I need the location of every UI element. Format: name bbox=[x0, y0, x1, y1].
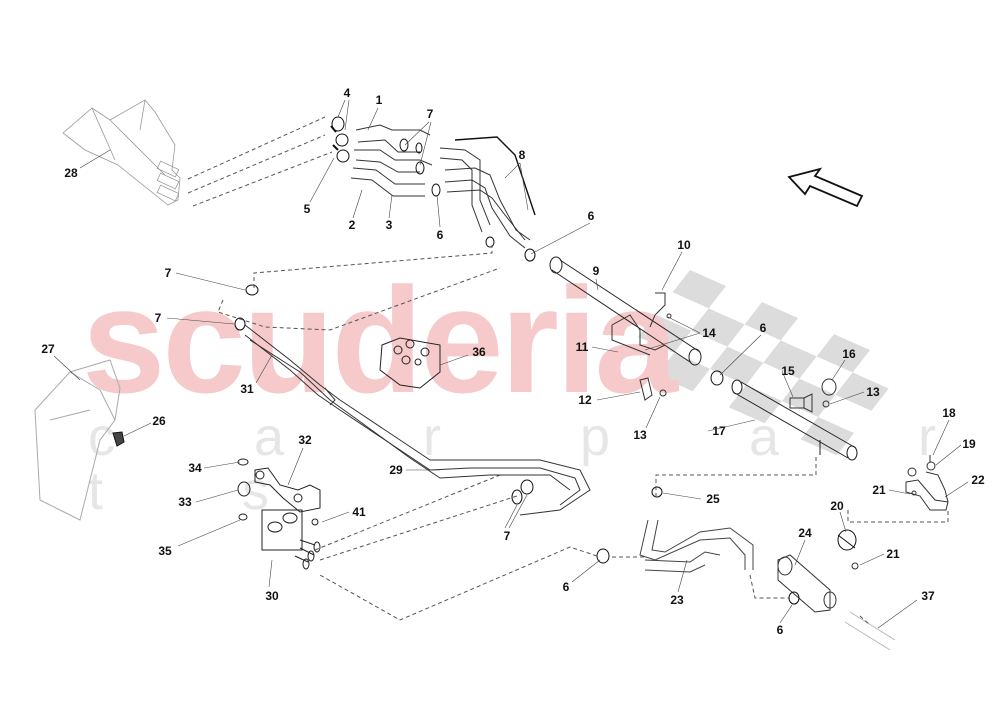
callout-6[interactable]: 6 bbox=[587, 209, 595, 223]
callout-20[interactable]: 20 bbox=[830, 499, 844, 513]
callout-15[interactable]: 15 bbox=[781, 364, 795, 378]
hoses-1-2-3 bbox=[350, 124, 433, 197]
callout-35[interactable]: 35 bbox=[158, 544, 172, 558]
callout-7[interactable]: 7 bbox=[503, 529, 511, 543]
callout-14[interactable]: 14 bbox=[702, 326, 716, 340]
pipe-17 bbox=[731, 379, 858, 461]
pipe-9 bbox=[549, 256, 702, 366]
callout-41[interactable]: 41 bbox=[352, 505, 366, 519]
housing-27 bbox=[34, 359, 121, 521]
callout-9[interactable]: 9 bbox=[592, 264, 600, 278]
callout-30[interactable]: 30 bbox=[265, 589, 279, 603]
callout-5[interactable]: 5 bbox=[303, 202, 311, 216]
callout-16[interactable]: 16 bbox=[842, 347, 856, 361]
callout-21[interactable]: 21 bbox=[872, 483, 886, 497]
callout-12[interactable]: 12 bbox=[578, 393, 592, 407]
callout-3[interactable]: 3 bbox=[385, 218, 393, 232]
callout-19[interactable]: 19 bbox=[962, 437, 976, 451]
callout-7[interactable]: 7 bbox=[426, 107, 434, 121]
callout-29[interactable]: 29 bbox=[389, 463, 403, 477]
callout-18[interactable]: 18 bbox=[942, 406, 956, 420]
callout-13[interactable]: 13 bbox=[866, 385, 880, 399]
callout-6[interactable]: 6 bbox=[562, 580, 570, 594]
callout-17[interactable]: 17 bbox=[712, 424, 726, 438]
callout-24[interactable]: 24 bbox=[798, 526, 812, 540]
callout-6[interactable]: 6 bbox=[759, 321, 767, 335]
callout-34[interactable]: 34 bbox=[188, 461, 202, 475]
bracket-32 bbox=[254, 467, 321, 513]
callout-25[interactable]: 25 bbox=[706, 492, 720, 506]
callout-8[interactable]: 8 bbox=[518, 148, 526, 162]
callout-21[interactable]: 21 bbox=[886, 547, 900, 561]
reservoir-36 bbox=[379, 337, 441, 389]
hose-23 bbox=[639, 519, 754, 573]
callout-13[interactable]: 13 bbox=[633, 428, 647, 442]
callout-6[interactable]: 6 bbox=[436, 228, 444, 242]
callout-31[interactable]: 31 bbox=[240, 382, 254, 396]
callout-2[interactable]: 2 bbox=[348, 218, 356, 232]
callout-11[interactable]: 11 bbox=[575, 340, 589, 354]
callout-36[interactable]: 36 bbox=[472, 345, 486, 359]
callout-22[interactable]: 22 bbox=[971, 473, 985, 487]
callout-7[interactable]: 7 bbox=[164, 266, 172, 280]
callout-4[interactable]: 4 bbox=[343, 86, 351, 100]
callout-32[interactable]: 32 bbox=[298, 433, 312, 447]
hose-8 bbox=[439, 136, 536, 249]
callout-33[interactable]: 33 bbox=[178, 495, 192, 509]
callout-26[interactable]: 26 bbox=[152, 414, 166, 428]
callout-10[interactable]: 10 bbox=[677, 238, 691, 252]
callout-1[interactable]: 1 bbox=[375, 93, 383, 107]
callout-37[interactable]: 37 bbox=[921, 589, 935, 603]
callout-27[interactable]: 27 bbox=[41, 342, 55, 356]
callout-23[interactable]: 23 bbox=[670, 593, 684, 607]
valve-30 bbox=[261, 509, 321, 570]
callout-7[interactable]: 7 bbox=[154, 311, 162, 325]
callout-6[interactable]: 6 bbox=[776, 623, 784, 637]
callout-28[interactable]: 28 bbox=[64, 166, 78, 180]
heater-unit-28 bbox=[62, 99, 181, 206]
